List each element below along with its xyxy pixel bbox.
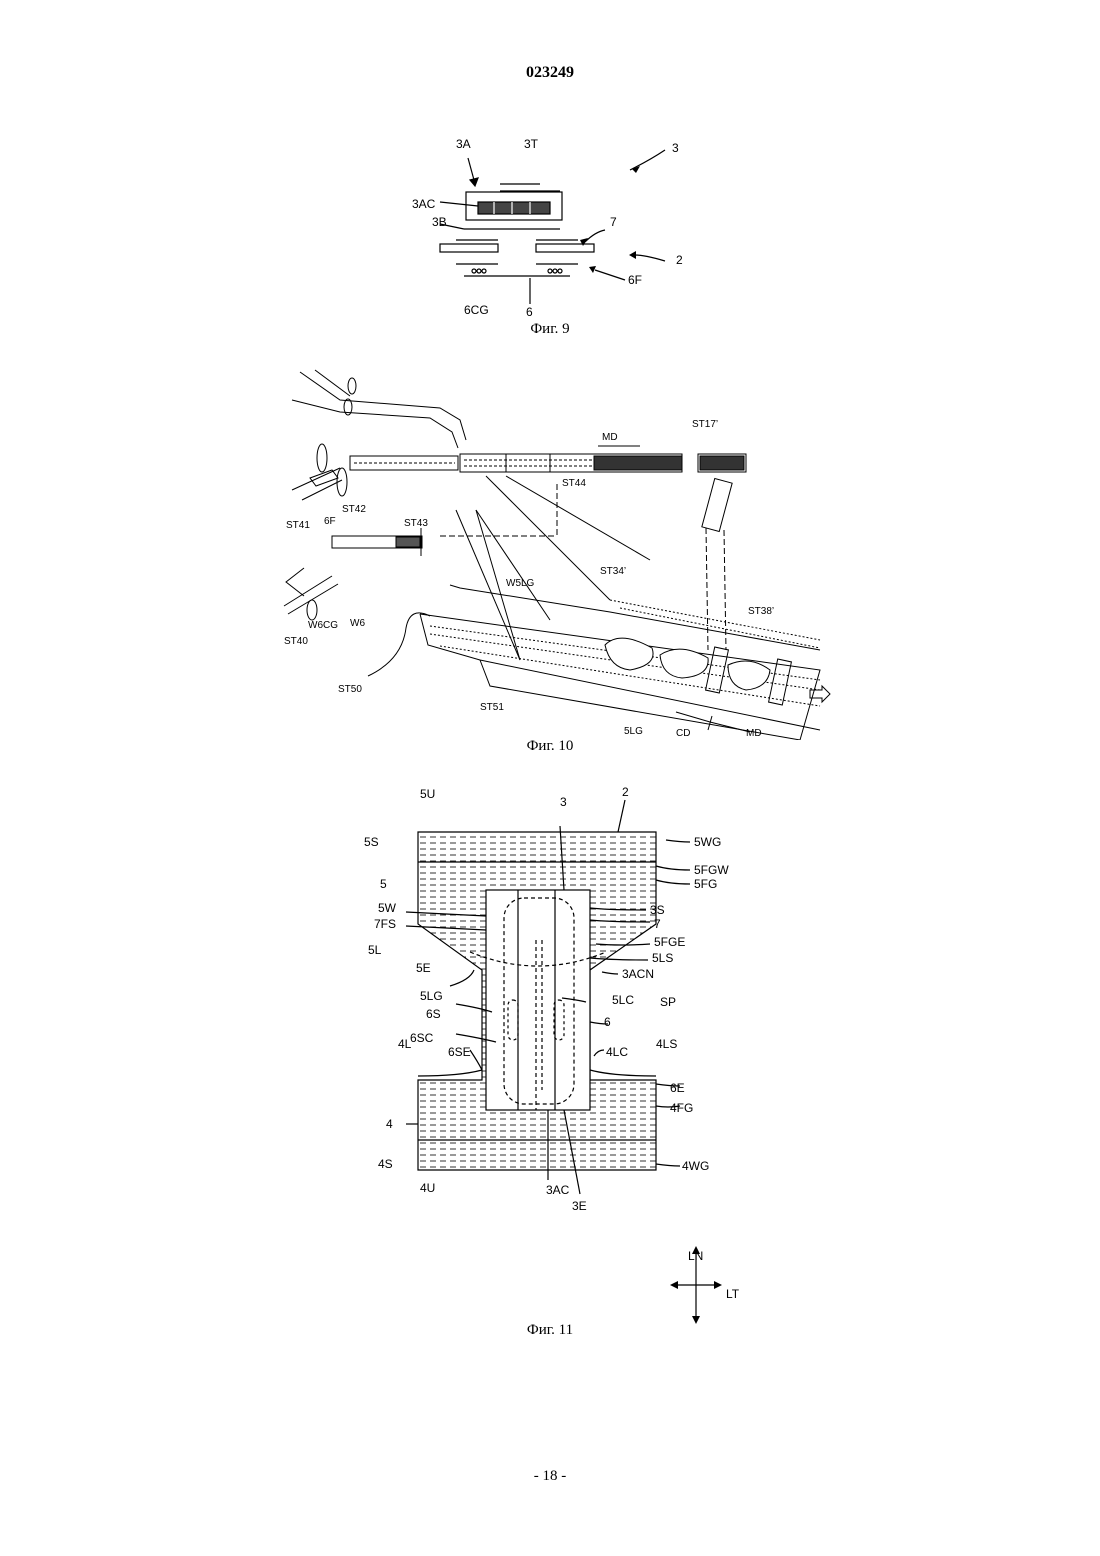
page-number: - 18 -	[0, 1468, 1100, 1485]
label-4FG: 4FG	[670, 1101, 693, 1115]
label-5LG: 5LG	[624, 726, 643, 737]
label-ST51: ST51	[480, 702, 504, 713]
document-number: 023249	[0, 64, 1100, 82]
label-7: 7	[654, 917, 661, 931]
figure-11-caption: Фиг. 11	[450, 1322, 650, 1339]
label-5WG: 5WG	[694, 835, 721, 849]
label-5FGW: 5FGW	[694, 863, 729, 877]
label-6SE: 6SE	[448, 1045, 471, 1059]
label-3S: 3S	[650, 903, 665, 917]
label-SP: SP	[660, 995, 676, 1009]
figure-10-caption: Фиг. 10	[450, 738, 650, 755]
figure-9-caption: Фиг. 9	[450, 321, 650, 338]
label-2: 2	[622, 785, 629, 799]
figure-11-drawing: 5U 3 2 5S 5WG 5FGW 5FG 5 5W 3S 7FS 7 5L …	[350, 780, 770, 1340]
label-2: 2	[676, 253, 683, 267]
label-7: 7	[610, 215, 617, 229]
figure-9-drawing: 3A 3T 3 3AC 3B 7 2 6F 6CG 6	[400, 130, 710, 320]
label-5FGE: 5FGE	[654, 935, 685, 949]
label-ST40: ST40	[284, 636, 308, 647]
label-3AC: 3AC	[412, 197, 436, 211]
label-3ACN: 3ACN	[622, 967, 654, 981]
label-4L: 4L	[398, 1037, 412, 1051]
label-3: 3	[672, 141, 679, 155]
label-W6CG: W6CG	[308, 620, 338, 631]
label-5S: 5S	[364, 835, 379, 849]
label-5W: 5W	[378, 901, 397, 915]
label-3T: 3T	[524, 137, 539, 151]
label-7FS: 7FS	[374, 917, 396, 931]
label-ST41: ST41	[286, 520, 310, 531]
label-6SC: 6SC	[410, 1031, 434, 1045]
label-ST50: ST50	[338, 684, 362, 695]
label-4: 4	[386, 1117, 393, 1131]
label-5LS: 5LS	[652, 951, 673, 965]
label-4LS: 4LS	[656, 1037, 677, 1051]
label-4WG: 4WG	[682, 1159, 709, 1173]
label-3B: 3B	[432, 215, 447, 229]
label-6E: 6E	[670, 1081, 685, 1095]
figure-10-drawing: MD ST17’ ST44 ST43 6F ST42 ST41 W5LG ST3…	[280, 360, 840, 740]
label-ST38: ST38’	[748, 606, 774, 617]
label-3AC: 3AC	[546, 1183, 570, 1197]
label-CD: CD	[676, 728, 690, 739]
label-5L: 5L	[368, 943, 382, 957]
label-MD-bottom: MD	[746, 728, 762, 739]
label-4LC: 4LC	[606, 1045, 628, 1059]
label-ST43: ST43	[404, 518, 428, 529]
label-3E: 3E	[572, 1199, 587, 1213]
label-LN: LN	[688, 1249, 703, 1263]
label-ST44: ST44	[562, 478, 586, 489]
label-5E: 5E	[416, 961, 431, 975]
label-3: 3	[560, 795, 567, 809]
label-4U: 4U	[420, 1181, 435, 1195]
label-6S: 6S	[426, 1007, 441, 1021]
label-3A: 3A	[456, 137, 471, 151]
label-6F: 6F	[324, 516, 336, 527]
label-6: 6	[526, 305, 533, 319]
label-ST34: ST34’	[600, 566, 626, 577]
label-5FG: 5FG	[694, 877, 717, 891]
label-W5LG: W5LG	[506, 578, 535, 589]
label-5U: 5U	[420, 787, 435, 801]
label-6F: 6F	[628, 273, 642, 287]
label-5LG: 5LG	[420, 989, 443, 1003]
label-6CG: 6CG	[464, 303, 489, 317]
label-LT: LT	[726, 1287, 740, 1301]
label-4S: 4S	[378, 1157, 393, 1171]
label-5LC: 5LC	[612, 993, 634, 1007]
label-5: 5	[380, 877, 387, 891]
label-6: 6	[604, 1015, 611, 1029]
label-MD-top: MD	[602, 432, 618, 443]
label-ST42: ST42	[342, 504, 366, 515]
label-W6: W6	[350, 618, 365, 629]
label-ST17: ST17’	[692, 419, 718, 430]
